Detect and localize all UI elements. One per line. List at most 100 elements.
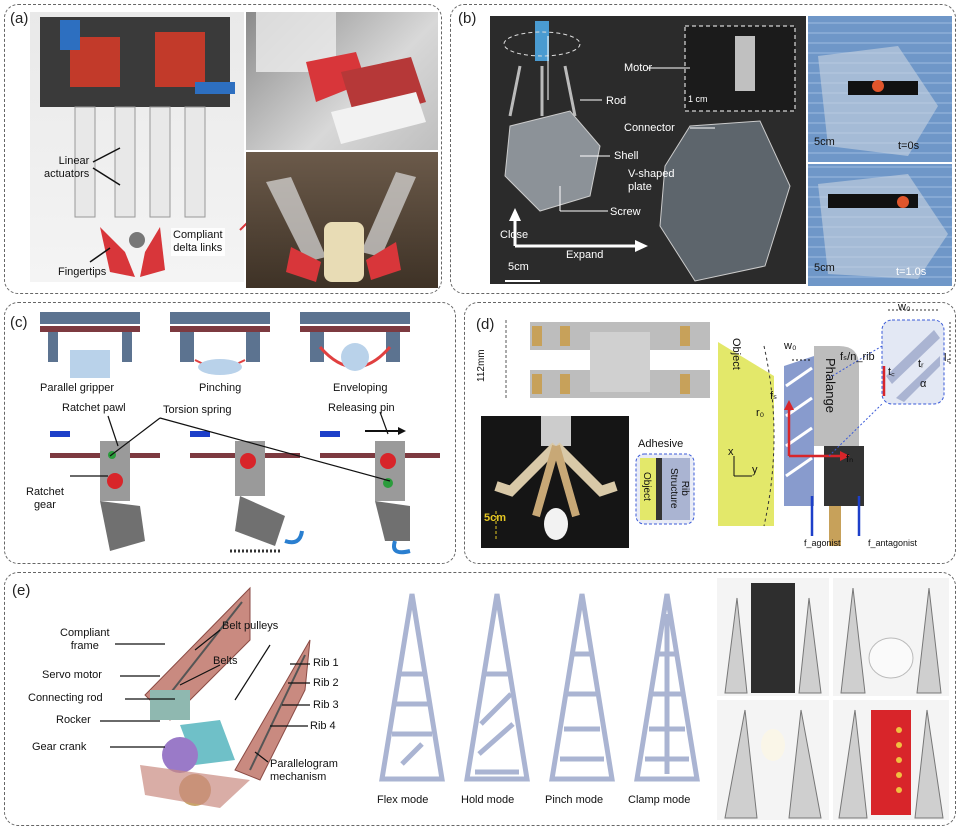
pool-bottom-drawing	[818, 174, 948, 279]
panel-a-label: (a)	[10, 10, 29, 27]
panel-b-pool-bottom	[808, 164, 952, 286]
label-close: Close	[500, 229, 529, 241]
photo1-drawing	[724, 583, 822, 694]
origami-gripper-drawing	[503, 21, 796, 282]
label-f-antagonist: f_antagonist	[868, 538, 918, 548]
panel-c	[4, 302, 456, 564]
label-pinching: Pinching	[199, 382, 242, 394]
label-alpha: α	[920, 378, 927, 390]
phalange-model	[635, 309, 951, 546]
label-parallel-gripper: Parallel gripper	[40, 382, 114, 394]
label-gear-crank: Gear crank	[32, 741, 87, 753]
label-torsion-spring: Torsion spring	[163, 404, 232, 416]
label-fingertips: Fingertips	[58, 266, 107, 278]
label-t0: t=0s	[898, 140, 920, 152]
panel-e-photo-4	[833, 700, 949, 820]
label-rocker: Rocker	[56, 714, 91, 726]
panel-a-photo-gripper	[30, 12, 244, 282]
label-rib4: Rib 4	[310, 720, 336, 732]
label-belt-pulleys: Belt pulleys	[222, 620, 279, 632]
label-rib2: Rib 2	[313, 677, 339, 689]
photo2-drawing	[840, 587, 942, 694]
mode-flex	[379, 593, 445, 782]
bottle-drawing	[266, 172, 416, 282]
label-r0: r₀	[756, 407, 765, 419]
label-expand: Expand	[566, 249, 604, 261]
panel-d	[464, 302, 956, 564]
label-tr: tᵣ	[918, 358, 924, 370]
panel-c-label: (c)	[10, 314, 28, 331]
label-y: y	[752, 464, 758, 476]
mode-label-clamp: Clamp mode	[628, 794, 691, 806]
label-screw: Screw	[610, 206, 641, 218]
panel-b-leaders	[547, 36, 715, 212]
label-t1: t=1.0s	[896, 266, 927, 278]
label-enveloping: Enveloping	[333, 382, 388, 394]
label-rod: Rod	[606, 95, 627, 107]
panel-a-photo-cards	[246, 12, 438, 150]
label-belts: Belts	[213, 655, 238, 667]
mode-hold	[464, 593, 530, 782]
panel-e-photo-1	[717, 578, 829, 696]
label-fs-nrib: fₛ/n_rib	[840, 351, 875, 363]
label-5cm-d: 5cm	[484, 512, 507, 524]
hand-photo-drawing	[494, 416, 618, 541]
label-motor: Motor	[624, 62, 653, 74]
mode-label-pinch: Pinch mode	[545, 794, 604, 806]
panel-b	[450, 4, 956, 294]
label-5cm-bottom: 5cm	[814, 262, 835, 274]
panel-b-pool-top	[808, 16, 952, 162]
hand-top-view	[505, 320, 710, 400]
label-lc: l꜀	[944, 352, 951, 364]
panel-e	[4, 572, 956, 826]
label-object-big: Object	[730, 338, 742, 370]
pool-top-drawing	[818, 46, 938, 156]
label-servo-motor: Servo motor	[42, 669, 102, 681]
label-releasing-pin: Releasing pin	[328, 402, 395, 414]
mode-label-hold: Hold mode	[461, 794, 515, 806]
panel-d-label: (d)	[476, 316, 495, 333]
cards-drawing	[256, 12, 426, 144]
label-connecting-rod: Connecting rod	[28, 692, 103, 704]
label-connector: Connector	[624, 122, 675, 134]
panel-e-photo-3	[717, 700, 829, 820]
gripper-drawing	[40, 17, 235, 277]
label-5cm-top: 5cm	[814, 136, 835, 148]
panel-c-drawing	[40, 312, 440, 555]
label-phalange: Phalange	[823, 358, 838, 413]
label-w0-inset: w₀	[898, 301, 911, 313]
panel-e-mechanism	[100, 586, 311, 808]
panel-e-label: (e)	[12, 582, 31, 599]
label-tc: t꜀	[888, 366, 895, 378]
label-f-agonist: f_agonist	[804, 538, 841, 548]
label-w0: w₀	[784, 340, 797, 352]
label-5cm-main: 5cm	[508, 261, 529, 273]
panel-a	[4, 4, 442, 294]
mode-clamp	[634, 593, 700, 782]
label-fn: fₙ	[846, 453, 854, 465]
label-ratchet-pawl: Ratchet pawl	[62, 402, 126, 414]
label-x: x	[728, 446, 734, 458]
label-fs: fₛ	[770, 390, 778, 402]
panel-b-label: (b)	[458, 10, 477, 27]
label-112mm: 112mm	[476, 349, 487, 382]
panel-d-photo	[481, 416, 629, 548]
panel-a-photo-bottle	[246, 152, 438, 288]
label-shell: Shell	[614, 150, 639, 162]
panel-b-main-photo	[490, 16, 806, 284]
label-object-small: Object	[641, 472, 652, 501]
mode-label-flex: Flex mode	[377, 794, 429, 806]
panel-e-photo-2	[833, 578, 949, 696]
label-1cm: 1 cm	[688, 94, 708, 104]
label-rib1: Rib 1	[313, 657, 339, 669]
label-adhesive: Adhesive	[638, 438, 684, 450]
photo4-drawing	[838, 709, 944, 819]
label-rib3: Rib 3	[313, 699, 339, 711]
